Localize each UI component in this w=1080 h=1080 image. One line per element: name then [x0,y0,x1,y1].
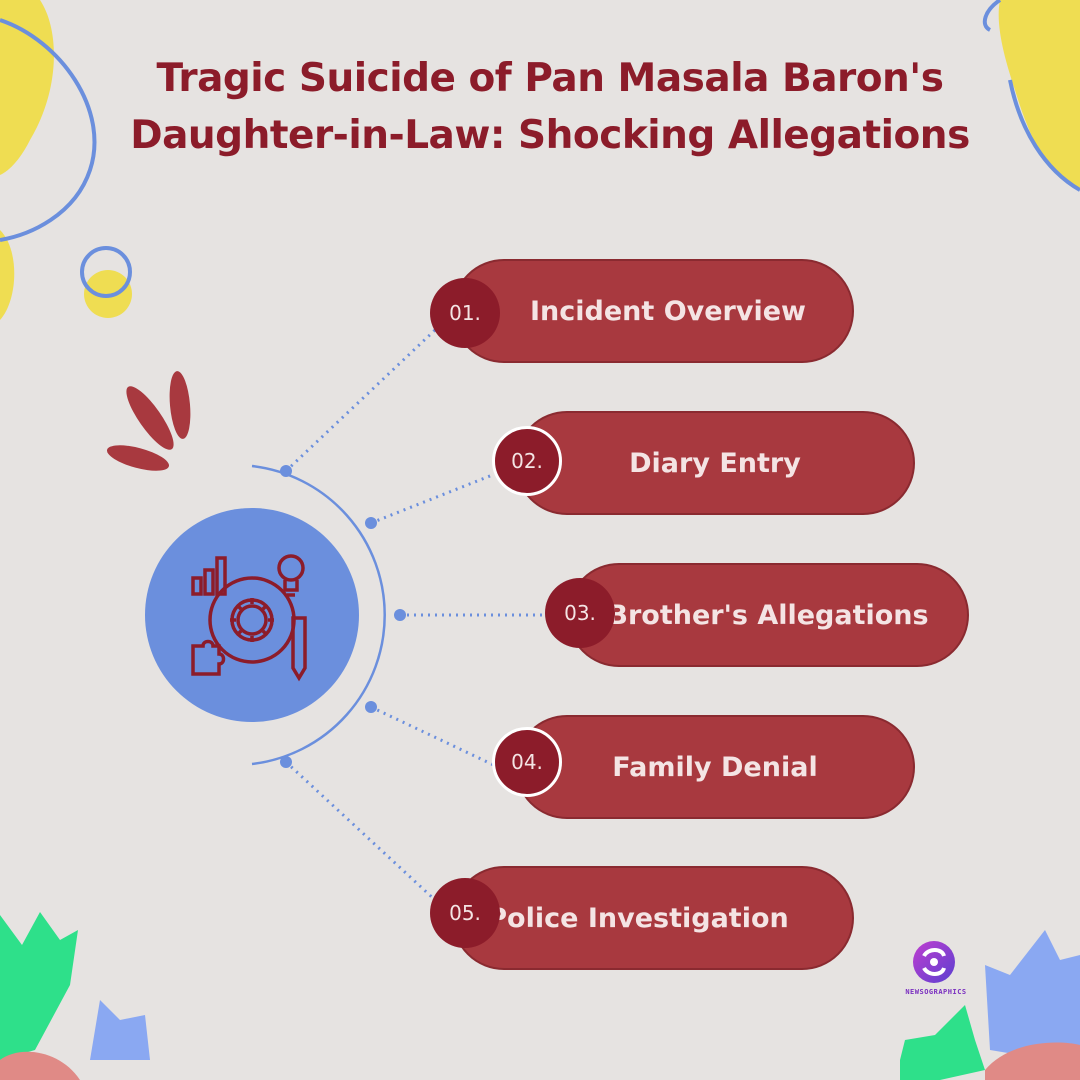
blue-loop-line-left [0,18,97,242]
connector-dot-01 [280,465,292,477]
connector-05 [284,760,437,902]
red-leaf-3 [106,445,170,471]
hub-arc [251,464,386,766]
connector-dot-02 [365,517,377,529]
green-blob-bottom-left [0,912,78,1060]
blue-ring [80,246,132,298]
item-number: 01. [430,278,500,348]
list-item: Police Investigation [452,866,854,970]
connector-01 [284,328,437,473]
newsographics-logo-icon [913,941,955,983]
item-number: 03. [545,578,615,648]
yellow-blob-left-edge [0,230,15,320]
green-blob-bottom-right [900,1005,985,1080]
list-item: Family Denial [515,715,915,819]
pink-blob-bottom-left [0,1051,80,1080]
connector-02 [370,470,501,525]
item-number: 02. [492,426,562,496]
connector-04 [370,705,501,770]
item-number: 05. [430,878,500,948]
yellow-blob-top-left [0,0,54,175]
red-leaf-2 [169,371,191,439]
connector-dot-03 [394,609,406,621]
blue-curve-top-right [982,0,1080,192]
item-label: Diary Entry [629,447,801,479]
item-label: Brother's Allegations [607,599,929,631]
brand-logo: NEWSOGRAPHICS [896,940,976,996]
brand-name: NEWSOGRAPHICS [905,988,967,996]
red-leaf-1 [126,386,174,450]
list-item: Incident Overview [452,259,854,363]
item-number: 04. [492,727,562,797]
item-label: Incident Overview [530,295,806,327]
connector-dot-04 [365,701,377,713]
hub-circle [145,508,359,722]
connector-dot-05 [280,756,292,768]
blue-blob-bottom-right [985,930,1080,1065]
list-item: Diary Entry [515,411,915,515]
page-title: Tragic Suicide of Pan Masala Baron's Dau… [130,56,970,158]
blue-blob-bottom-left [90,1000,150,1060]
yellow-blob-top-right [998,0,1080,190]
pink-blob-bottom-right [985,1042,1080,1080]
item-label: Family Denial [612,751,818,783]
list-item: Brother's Allegations [567,563,969,667]
item-label: Police Investigation [487,902,789,934]
analytics-gear-icon [191,554,307,682]
